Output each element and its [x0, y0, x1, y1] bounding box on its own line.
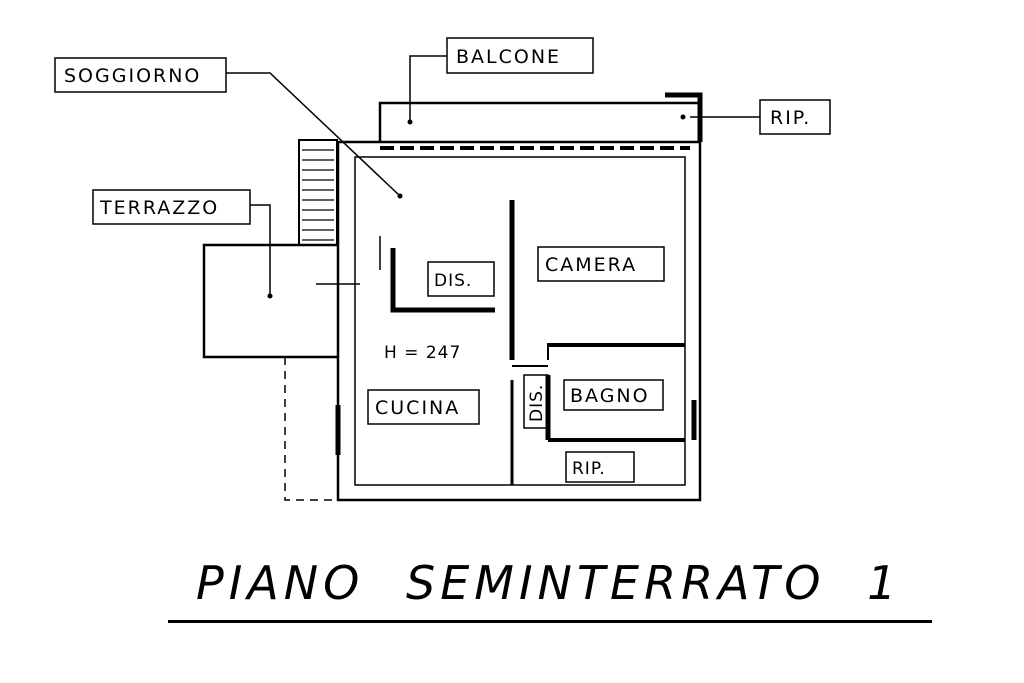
leader-soggiorno	[226, 72, 401, 197]
label-height: H = 247	[384, 343, 461, 363]
door-swing-left	[316, 236, 381, 285]
box-cucina	[367, 389, 480, 425]
inner-wall-line	[354, 156, 686, 486]
label-soggiorno: SOGGIORNO	[64, 65, 201, 87]
label-dis: DIS.	[434, 271, 472, 291]
box-camera	[537, 246, 665, 282]
box-dis-left	[427, 261, 495, 297]
balcony-outline	[378, 101, 700, 142]
label-dis-vertical: DIS.	[527, 384, 547, 422]
wall-ripostiglio	[665, 92, 703, 142]
label-camera: CAMERA	[545, 254, 637, 276]
box-rip-bottom	[565, 451, 635, 483]
staircase	[298, 139, 338, 246]
door-mark	[512, 343, 549, 367]
label-balcone: BALCONE	[456, 46, 561, 68]
box-dis-vertical	[523, 374, 549, 429]
box-terrazzo	[92, 189, 251, 225]
outer-wall	[336, 140, 702, 502]
box-soggiorno	[54, 57, 227, 93]
label-rip-top: RIP.	[770, 107, 811, 129]
leader-terrazzo	[250, 204, 271, 296]
wall-dis	[390, 248, 495, 313]
label-terrazzo: TERRAZZO	[99, 197, 219, 219]
box-rip-top	[759, 99, 831, 135]
box-bagno	[563, 379, 664, 411]
leader-balcone	[409, 55, 447, 122]
label-cucina: CUCINA	[375, 397, 460, 419]
terrace-outline	[202, 243, 338, 359]
box-balcone	[446, 37, 594, 74]
label-bagno: BAGNO	[570, 385, 650, 407]
label-rip-bottom: RIP.	[572, 459, 606, 479]
title-underline	[168, 620, 932, 623]
terrace-dashed-edge	[284, 357, 338, 501]
plan-title: PIANO SEMINTERRATO 1	[196, 556, 902, 610]
